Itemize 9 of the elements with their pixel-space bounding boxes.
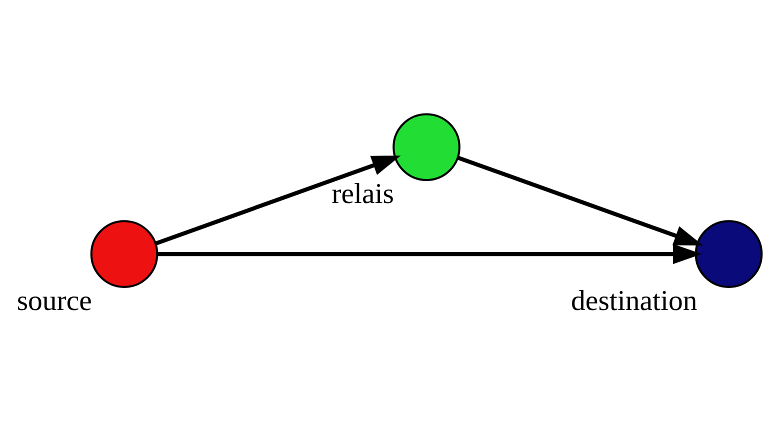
node-label: relais — [331, 178, 394, 210]
node-circle — [90, 220, 158, 288]
arrow — [457, 156, 702, 246]
node-circle — [694, 220, 762, 288]
arrow — [157, 244, 702, 264]
node-label: source — [16, 284, 92, 317]
arrow — [154, 156, 400, 246]
node-circle — [392, 113, 460, 182]
node-label: destination — [570, 284, 697, 317]
